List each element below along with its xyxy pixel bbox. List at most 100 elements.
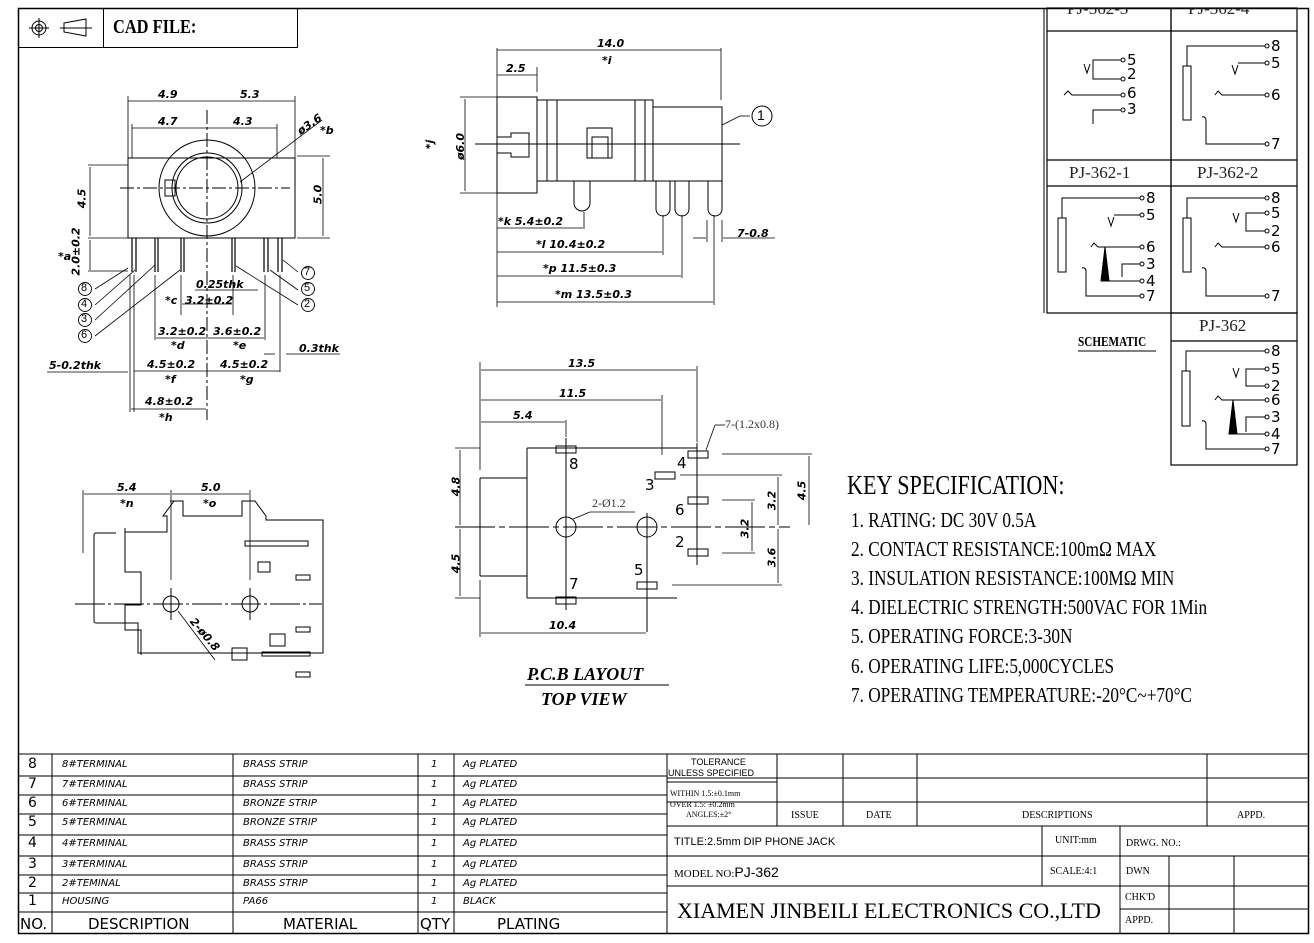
bom-cell-no: 1	[28, 893, 37, 909]
bom-header-material: MATERIAL	[283, 915, 358, 933]
pcb-dim-13-5: 13.5	[568, 357, 596, 370]
dim-h-right: 5.0	[311, 184, 325, 205]
pcb-layout-title: P.C.B LAYOUT	[527, 664, 644, 684]
dim-n-value: 5.4	[117, 481, 137, 494]
pin-callout-7: 7	[304, 266, 311, 278]
key-spec-item: 6. OPERATING LIFE:5,000CYCLES	[851, 654, 1115, 678]
bom-header-plating: PLATING	[497, 915, 561, 933]
pin-number: 3	[1146, 255, 1156, 273]
pin-number: 4	[1271, 425, 1281, 443]
dim-body-diameter: ø6.0	[454, 132, 468, 161]
key-spec-item: 4. DIELECTRIC STRENGTH:500VAC FOR 1Min	[851, 595, 1208, 619]
part-callout-1: 1	[757, 107, 765, 123]
dim-p: *p 11.5±0.3	[543, 262, 617, 275]
drawn-by-label: DWN	[1126, 866, 1150, 877]
bom-cell-qty: 1	[431, 798, 438, 809]
bom-cell-plating: Ag PLATED	[463, 878, 518, 889]
pcb-pin-8: 8	[569, 455, 579, 473]
schematic-pj-362-2	[1182, 195, 1270, 299]
dim-w-right-outer: 5.3	[240, 88, 260, 101]
dim-c-value: 3.2±0.2	[185, 294, 234, 307]
model-label: MODEL NO:	[674, 868, 735, 880]
bom-header-description: DESCRIPTION	[88, 915, 190, 933]
pcb-dim-4-5-right: 4.5	[795, 480, 809, 501]
bom-cell-material: BRASS STRIP	[243, 878, 308, 889]
dim-k: *k 5.4±0.2	[498, 215, 564, 228]
schematic-pj-362-4	[1182, 43, 1270, 147]
pin-callout-3: 3	[81, 313, 88, 325]
bom-cell-qty: 1	[431, 859, 438, 870]
dim-w-left-inner: 4.7	[158, 115, 178, 128]
dim-d-value: 3.2±0.2	[158, 325, 207, 338]
pin-number: 5	[1271, 54, 1281, 72]
dim-e-value: 3.6±0.2	[213, 325, 262, 338]
bom-cell-description: 2#TEMINAL	[62, 878, 121, 889]
header-box	[18, 8, 298, 48]
front-view-drawing	[47, 96, 340, 420]
bom-cell-no: 5	[28, 814, 37, 830]
bom-cell-description: 5#TERMINAL	[62, 817, 128, 828]
pin-number: 6	[1271, 238, 1281, 256]
key-spec-item: 1. RATING: DC 30V 0.5A	[851, 508, 1037, 532]
key-spec-item: 7. OPERATING TEMPERATURE:-20°C~+70°C	[851, 683, 1193, 707]
dim-pin-length-ref: *a	[58, 250, 72, 263]
dim-h-left: 4.5	[75, 188, 89, 209]
approved-by-label: APPD.	[1125, 915, 1154, 926]
dim-h-ref: *h	[159, 411, 173, 424]
pin-number: 6	[1271, 391, 1281, 409]
bom-cell-no: 7	[28, 776, 37, 792]
side-view-drawing	[460, 48, 775, 307]
pin-callout-8: 8	[81, 282, 88, 294]
bom-cell-qty: 1	[431, 878, 438, 889]
dim-m: *m 13.5±0.3	[555, 288, 632, 301]
dim-w-left-outer: 4.9	[158, 88, 178, 101]
pcb-dim-11-5: 11.5	[559, 387, 587, 400]
pin-number: 2	[1271, 222, 1281, 240]
dim-thk-03: 0.3thk	[299, 342, 339, 355]
pcb-pin-7: 7	[569, 575, 579, 593]
bom-cell-plating: BLACK	[463, 896, 496, 907]
key-spec-item: 2. CONTACT RESISTANCE:100mΩ MAX	[851, 537, 1157, 561]
pin-number: 8	[1271, 37, 1281, 55]
schematic-label-pj-362: PJ-362	[1199, 316, 1247, 335]
tolerance-over: OVER 1.5: ±0.2mm	[670, 800, 735, 809]
schematic-pj-362-3	[1063, 57, 1126, 124]
dim-diameter-ref: *b	[320, 124, 334, 137]
bom-cell-plating: Ag PLATED	[463, 759, 518, 770]
pin-number: 3	[1127, 100, 1137, 118]
pcb-layout-subtitle: TOP VIEW	[541, 689, 627, 709]
pcb-dim-3-2-b: 3.2	[738, 518, 752, 539]
dim-l: *l 10.4±0.2	[536, 238, 606, 251]
checked-by-label: CHK'D	[1125, 892, 1156, 903]
pin-number: 6	[1271, 86, 1281, 104]
bom-cell-qty: 1	[431, 779, 438, 790]
dim-e-ref: *e	[233, 339, 247, 352]
bom-cell-material: BRASS STRIP	[243, 759, 308, 770]
dim-pin-length: 2.0±0.2	[69, 227, 83, 276]
bom-cell-plating: Ag PLATED	[463, 779, 518, 790]
bom-cell-material: BRASS STRIP	[243, 779, 308, 790]
sheet-border	[17, 7, 1310, 935]
pin-number: 7	[1146, 287, 1156, 305]
dim-thk-02: 5-0.2thk	[49, 359, 102, 372]
pcb-dim-3-6: 3.6	[765, 547, 779, 568]
dim-d-ref: *d	[171, 339, 185, 352]
pin-number: 2	[1127, 65, 1137, 83]
dim-n-ref: *n	[120, 497, 134, 510]
cad-file-label: CAD FILE:	[113, 16, 197, 38]
pin-number: 5	[1271, 360, 1281, 378]
schematic-grid	[1046, 7, 1298, 466]
schematic-label-pj-362-4: PJ-362-4	[1188, 8, 1250, 18]
bottom-view-drawing	[75, 490, 324, 678]
tolerance-heading: TOLERANCE	[691, 757, 746, 767]
unit-label: UNIT:mm	[1055, 835, 1097, 846]
bom-cell-description: HOUSING	[62, 896, 110, 907]
bom-cell-material: PA66	[243, 896, 269, 907]
bom-cell-plating: Ag PLATED	[463, 817, 518, 828]
dim-total-length: 14.0	[597, 37, 625, 50]
pin-callout-2: 2	[304, 298, 311, 310]
dim-total-ref: *i	[602, 54, 612, 67]
pin-number: 5	[1271, 204, 1281, 222]
crosshair-circle-icon	[29, 18, 49, 38]
pcb-dim-10-4: 10.4	[549, 619, 577, 632]
